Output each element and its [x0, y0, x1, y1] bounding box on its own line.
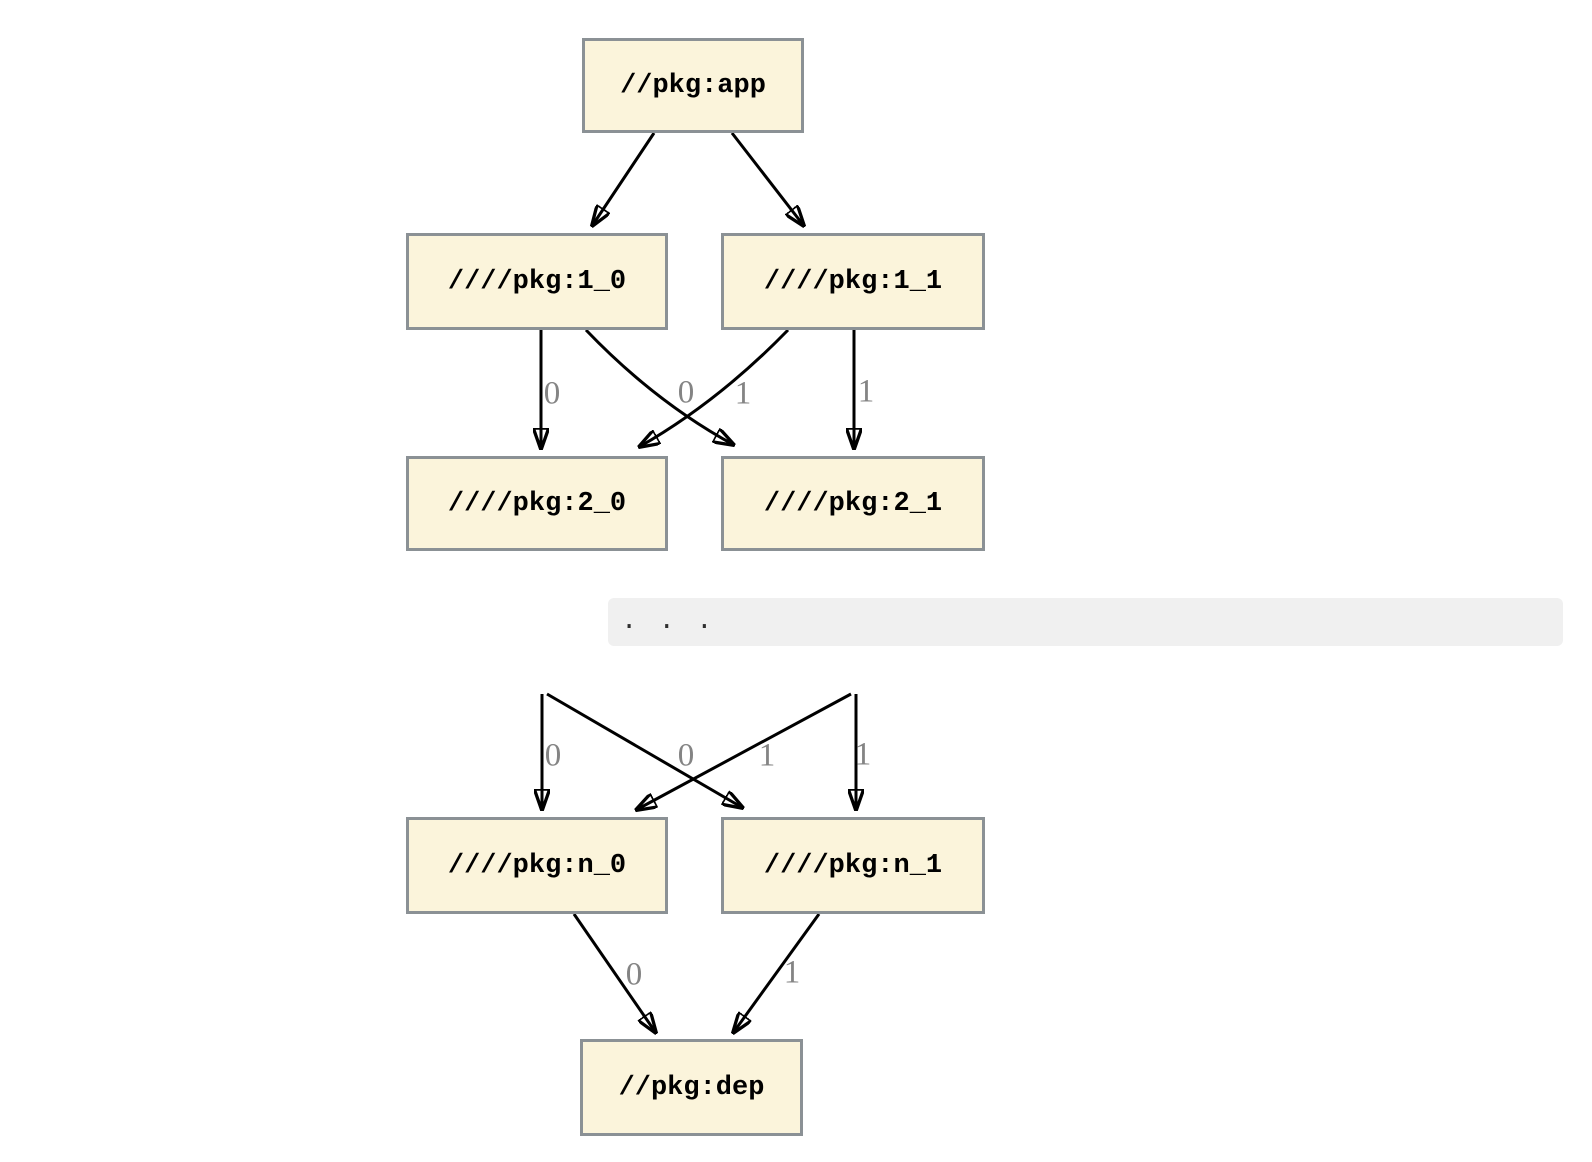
node-pkg-2_1: ////pkg:2_1 — [721, 456, 985, 551]
edge-label: 1 — [857, 373, 875, 410]
edge-dots-to-n_0-cross — [636, 692, 852, 810]
edge-label: 1 — [783, 954, 801, 991]
node-pkg-1_0-label: ////pkg:1_0 — [447, 266, 627, 297]
edge-n_0-to-dep — [572, 913, 656, 1033]
edge-app-to-1_1 — [730, 132, 804, 226]
edge-app-to-1_0 — [592, 132, 656, 226]
node-pkg-n_0: ////pkg:n_0 — [406, 817, 668, 914]
node-pkg-1_1: ////pkg:1_1 — [721, 233, 985, 330]
edge-n_1-to-dep — [733, 913, 821, 1033]
edge-1_0-to-2_1 — [584, 328, 734, 445]
node-pkg-1_0: ////pkg:1_0 — [406, 233, 668, 330]
node-pkg-dep-label: //pkg:dep — [618, 1072, 765, 1103]
edge-label: 0 — [544, 737, 562, 774]
edge-1_1-to-2_0 — [639, 328, 790, 447]
edge-label: 0 — [677, 374, 695, 411]
edge-label: 1 — [734, 375, 752, 412]
edge-label: 0 — [625, 956, 643, 993]
ellipsis-separator: . . . — [608, 598, 1563, 646]
node-pkg-2_1-label: ////pkg:2_1 — [763, 488, 943, 519]
ellipsis-dots: . . . — [621, 607, 716, 637]
node-pkg-app: //pkg:app — [582, 38, 804, 133]
edge-label: 1 — [758, 737, 776, 774]
node-pkg-2_0: ////pkg:2_0 — [406, 456, 668, 551]
edge-dots-to-n_1-cross — [546, 692, 743, 808]
node-pkg-n_1-label: ////pkg:n_1 — [763, 850, 943, 881]
node-pkg-app-label: //pkg:app — [620, 70, 766, 101]
edge-label: 0 — [677, 737, 695, 774]
node-pkg-n_1: ////pkg:n_1 — [721, 817, 985, 914]
node-pkg-2_0-label: ////pkg:2_0 — [447, 488, 627, 519]
node-pkg-n_0-label: ////pkg:n_0 — [447, 850, 627, 881]
node-pkg-dep: //pkg:dep — [580, 1039, 803, 1136]
edge-label: 1 — [854, 736, 872, 773]
node-pkg-1_1-label: ////pkg:1_1 — [763, 266, 943, 297]
edge-label: 0 — [543, 375, 561, 412]
